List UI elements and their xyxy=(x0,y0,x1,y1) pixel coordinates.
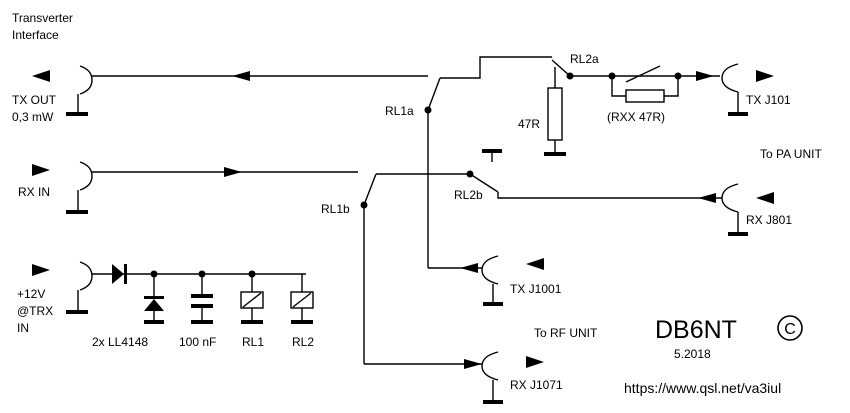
rl1a-label: RL1a xyxy=(385,104,414,118)
rxx-resistor xyxy=(625,89,665,103)
rx-in-label: RX IN xyxy=(18,185,50,199)
to-rf-unit-label: To RF UNIT xyxy=(534,326,598,340)
power-label-line1: +12V xyxy=(17,287,45,301)
rxx-right-lead xyxy=(664,76,679,97)
rx-j1071-label: RX J1071 xyxy=(510,378,563,392)
header-line1: Transverter xyxy=(12,11,73,25)
capacitor-100nf xyxy=(191,294,213,298)
rxx-label: (RXX 47R) xyxy=(607,110,665,124)
power-label-line2: @TRX xyxy=(17,304,53,318)
rl2a-contact xyxy=(551,59,571,77)
capacitor-plate2 xyxy=(191,304,213,308)
header-line2: Interface xyxy=(12,28,59,42)
rx-in-wire-arrow xyxy=(224,167,242,177)
copyright-circle xyxy=(777,315,803,341)
r47-label: 47R xyxy=(518,117,540,131)
diodes-label: 2x LL4148 xyxy=(92,335,148,349)
rl1b-contact xyxy=(363,173,377,206)
tx-out-wire-arrow xyxy=(232,71,250,81)
shunt-diode xyxy=(144,299,164,311)
rl2a-label: RL2a xyxy=(570,52,599,66)
rxx-left-lead xyxy=(611,76,626,97)
rx-j801-arrow xyxy=(756,192,774,204)
rx-j1071-wire-arrow xyxy=(464,359,482,369)
shunt-diode-ground xyxy=(144,320,164,324)
rxx-slash xyxy=(625,65,661,83)
cap-ground xyxy=(191,320,213,324)
rx-j801-wire-arrow xyxy=(698,193,716,203)
tx-out-power: 0,3 mW xyxy=(12,110,54,124)
tx-out-arrow xyxy=(32,70,50,82)
rl2-coil-ground xyxy=(291,320,313,324)
to-pa-unit-label: To PA UNIT xyxy=(760,147,822,161)
series-diode-bar xyxy=(124,264,127,284)
rl1a-contact xyxy=(427,77,441,111)
rl2-coil-label: RL2 xyxy=(292,335,314,349)
tx-j1001-connector xyxy=(481,255,503,306)
rl2b-label: RL2b xyxy=(454,188,483,202)
rl2b-contact xyxy=(469,173,499,193)
tx-j1001-wire-arrow xyxy=(460,263,478,273)
rx-in-arrow xyxy=(32,164,50,176)
tx-j101-arrow xyxy=(756,70,774,82)
rx-j801-connector xyxy=(721,183,748,236)
rl2b-to-rx-j801-wire xyxy=(497,192,722,199)
source-url[interactable]: https://www.qsl.net/va3iul xyxy=(624,380,781,396)
power-connector xyxy=(66,261,93,314)
rl1-coil-label: RL1 xyxy=(242,335,264,349)
copyright-symbol: C xyxy=(784,321,796,338)
rl1-coil-ground xyxy=(241,320,263,324)
rl1b-label: RL1b xyxy=(321,202,350,216)
shunt-diode-bar xyxy=(144,296,164,299)
tx-j101-label: TX J101 xyxy=(746,93,791,107)
rx-j1071-connector xyxy=(481,351,503,404)
tx-j1001-arrow xyxy=(526,258,544,270)
rx-j801-label: RX J801 xyxy=(746,213,792,227)
tx-j1001-label: TX J1001 xyxy=(510,282,562,296)
rx-in-connector xyxy=(66,161,93,214)
callsign: DB6NT xyxy=(655,316,737,344)
cap-label: 100 nF xyxy=(179,335,216,349)
rx-j1071-arrow xyxy=(526,356,544,368)
tx-j101-wire-arrow xyxy=(696,71,714,81)
power-label-line3: IN xyxy=(17,321,29,335)
date: 5.2018 xyxy=(674,347,711,361)
tx-out-connector xyxy=(66,65,93,116)
tx-j101-connector xyxy=(721,63,748,116)
rl1-coil-slash xyxy=(242,292,262,308)
power-arrow xyxy=(32,264,50,276)
r47-resistor xyxy=(547,87,563,141)
r47-ground xyxy=(544,152,566,156)
series-diode xyxy=(112,264,124,284)
rl2-ground-bar xyxy=(482,149,502,153)
tx-out-label: TX OUT xyxy=(12,93,57,107)
rl2-coil-slash xyxy=(292,292,312,308)
rl1a-to-rl2a-wire xyxy=(440,56,552,79)
